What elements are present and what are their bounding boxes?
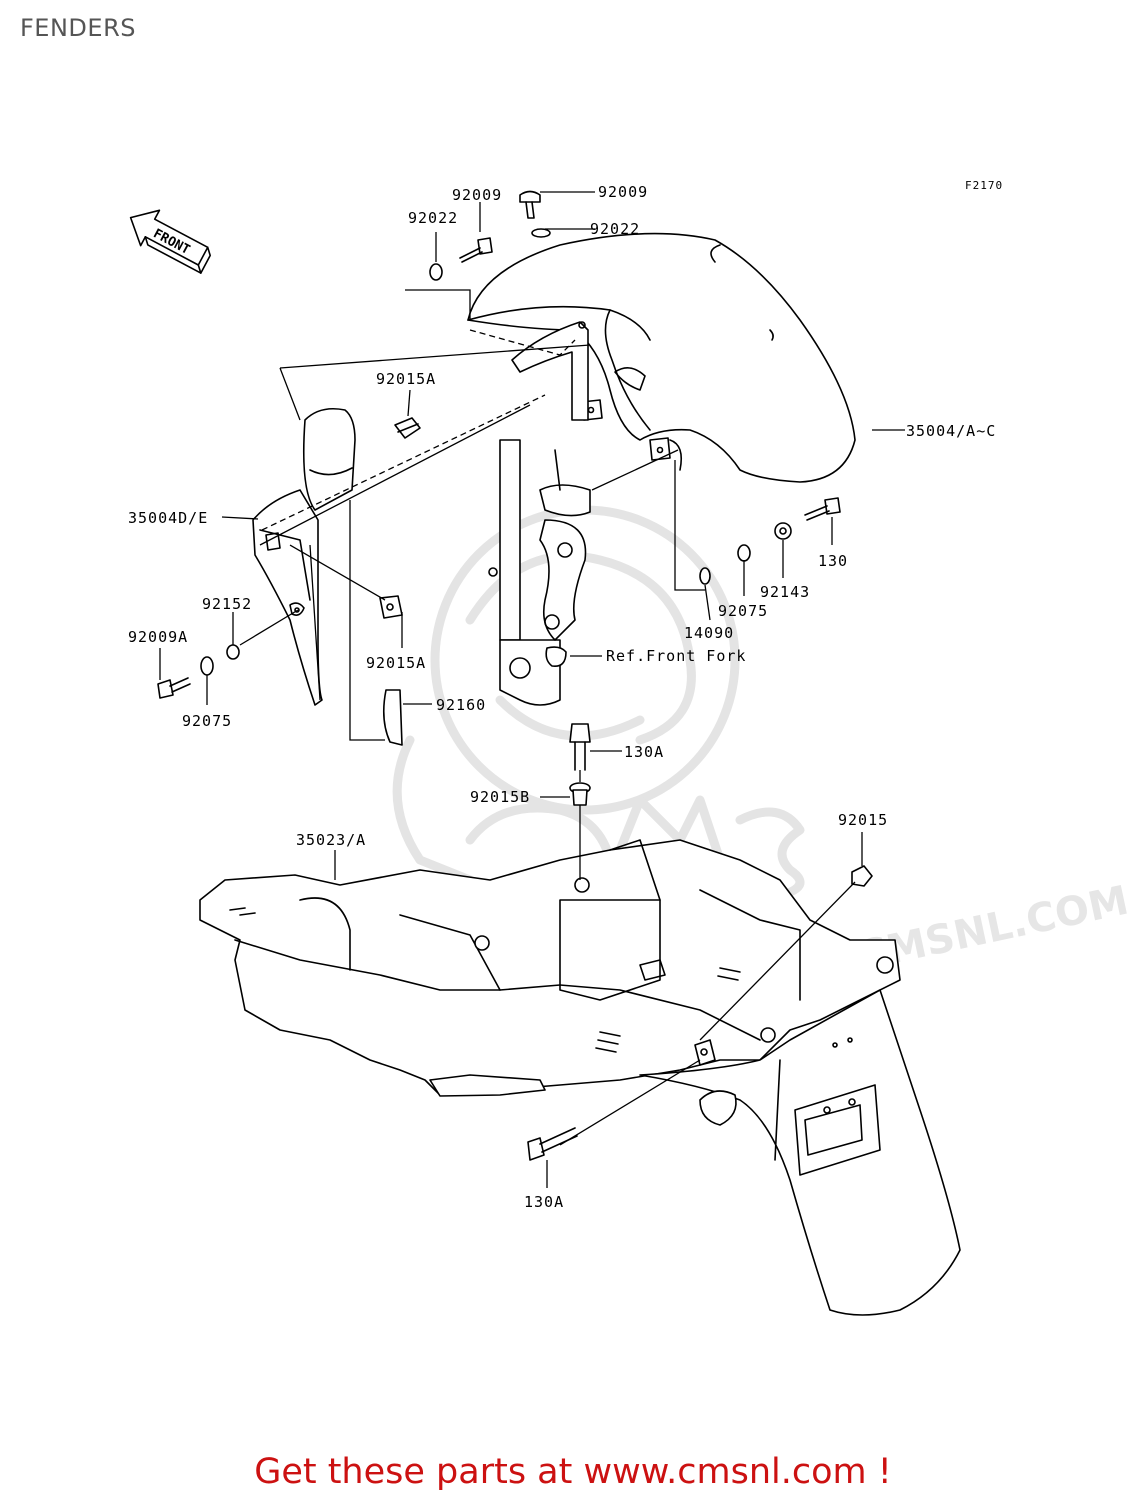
callout-92015: 92015 xyxy=(838,811,888,829)
bolt-130a-upper-icon xyxy=(569,723,591,771)
callout-92015a-lower: 92015A xyxy=(366,654,426,672)
washer-14090-icon xyxy=(699,567,711,585)
front-fork-part xyxy=(488,439,591,706)
callout-92015a-upper: 92015A xyxy=(376,370,436,388)
callout-130a-upper: 130A xyxy=(624,743,664,761)
bolt-130a-lower-icon xyxy=(527,1127,578,1161)
front-arrow-icon: FRONT xyxy=(129,209,211,274)
mudguard-part xyxy=(639,989,961,1316)
leader-lines xyxy=(159,191,905,1188)
nut-92015-icon xyxy=(851,865,873,887)
callout-92075-left: 92075 xyxy=(182,712,232,730)
callout-92152: 92152 xyxy=(202,595,252,613)
callout-92015b: 92015B xyxy=(470,788,530,806)
callout-92022-left: 92022 xyxy=(408,209,458,227)
callout-92009-top-right: 92009 xyxy=(598,183,648,201)
washer-92022-left-icon xyxy=(429,263,443,281)
bolt-92009a-icon xyxy=(157,677,191,699)
bolt-130-icon xyxy=(804,497,841,521)
callout-92143: 92143 xyxy=(760,583,810,601)
callout-92009-top-left: 92009 xyxy=(452,186,502,204)
page-title: FENDERS xyxy=(20,14,136,42)
front-fender-part xyxy=(467,232,856,483)
callout-35023-a: 35023/A xyxy=(296,831,366,849)
promo-link[interactable]: Get these parts at www.cmsnl.com ! xyxy=(254,1452,892,1492)
clip-92015a-upper-icon xyxy=(394,417,421,439)
callout-92022-right: 92022 xyxy=(590,220,640,238)
washer-92075-left-icon xyxy=(200,656,214,676)
callout-35004-a-c: 35004/A~C xyxy=(906,422,996,440)
washer-92022-right-icon xyxy=(531,228,551,238)
callout-130: 130 xyxy=(818,552,848,570)
cover-92160-icon xyxy=(382,689,403,746)
callout-35004d-e: 35004D/E xyxy=(128,509,208,527)
bolt-92009-lower-icon xyxy=(459,237,493,263)
callout-14090: 14090 xyxy=(684,624,734,642)
callout-ref-front-fork: Ref.Front Fork xyxy=(606,647,746,665)
collar-92143-icon xyxy=(774,522,792,540)
callout-92160: 92160 xyxy=(436,696,486,714)
callout-92075-right: 92075 xyxy=(718,602,768,620)
inner-fender-part xyxy=(252,407,356,706)
collar-92015b-icon xyxy=(569,782,591,806)
grommet-92152-icon xyxy=(226,644,240,660)
washer-92075-right-icon xyxy=(737,544,751,562)
callout-92009a: 92009A xyxy=(128,628,188,646)
figure-code: F2170 xyxy=(965,179,1003,192)
callout-130a-lower: 130A xyxy=(524,1193,564,1211)
bolt-92009-upper-icon xyxy=(519,190,541,219)
rear-fender-part xyxy=(199,839,901,1097)
